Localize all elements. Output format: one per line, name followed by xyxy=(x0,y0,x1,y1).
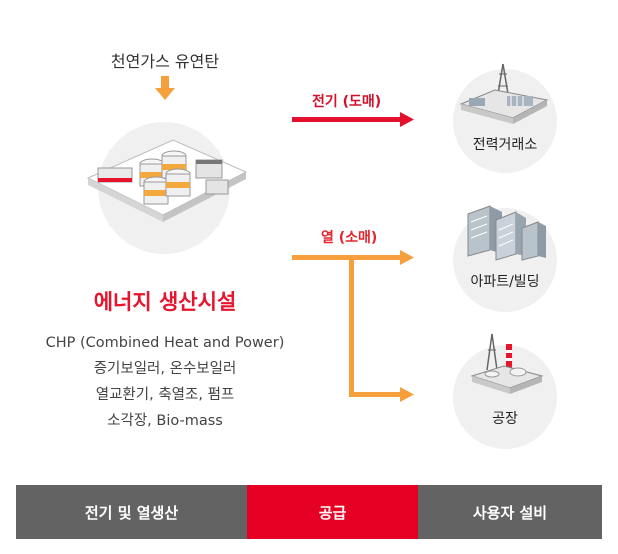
heat-flow-label: 열 (소매) xyxy=(321,230,378,246)
facility-list: CHP (Combined Heat and Power) 증기보일러, 온수보… xyxy=(30,330,300,434)
facility-item: 열교환기, 축열조, 펌프 xyxy=(95,387,235,403)
electricity-arrow-icon xyxy=(292,112,414,127)
facility-title: 에너지 생산시설 xyxy=(93,290,237,314)
facility-item: 증기보일러, 온수보일러 xyxy=(93,361,237,377)
electricity-flow-label: 전기 (도매) xyxy=(312,94,382,110)
tab-supply[interactable]: 공급 xyxy=(247,485,418,539)
power-exchange-label: 전력거래소 xyxy=(472,137,538,153)
factory-label: 공장 xyxy=(492,411,518,427)
apartment-label: 아파트/빌딩 xyxy=(470,274,540,290)
facility-item: CHP (Combined Heat and Power) xyxy=(45,335,285,351)
apartment-building-icon xyxy=(467,205,546,261)
tab-user-facility[interactable]: 사용자 설비 xyxy=(418,485,602,539)
power-exchange-building-icon xyxy=(459,63,549,124)
power-plant-icon xyxy=(86,139,248,222)
stage-tab-bar: 전기 및 열생산 공급 사용자 설비 xyxy=(16,485,602,539)
heat-arrow-icon xyxy=(292,250,414,402)
fuel-label: 천연가스 유연탄 xyxy=(110,52,220,71)
factory-circle xyxy=(453,345,557,449)
factory-icon xyxy=(470,333,544,394)
tab-production[interactable]: 전기 및 열생산 xyxy=(16,485,247,539)
down-arrow-icon xyxy=(155,76,175,100)
facility-item: 소각장, Bio-mass xyxy=(107,413,223,429)
